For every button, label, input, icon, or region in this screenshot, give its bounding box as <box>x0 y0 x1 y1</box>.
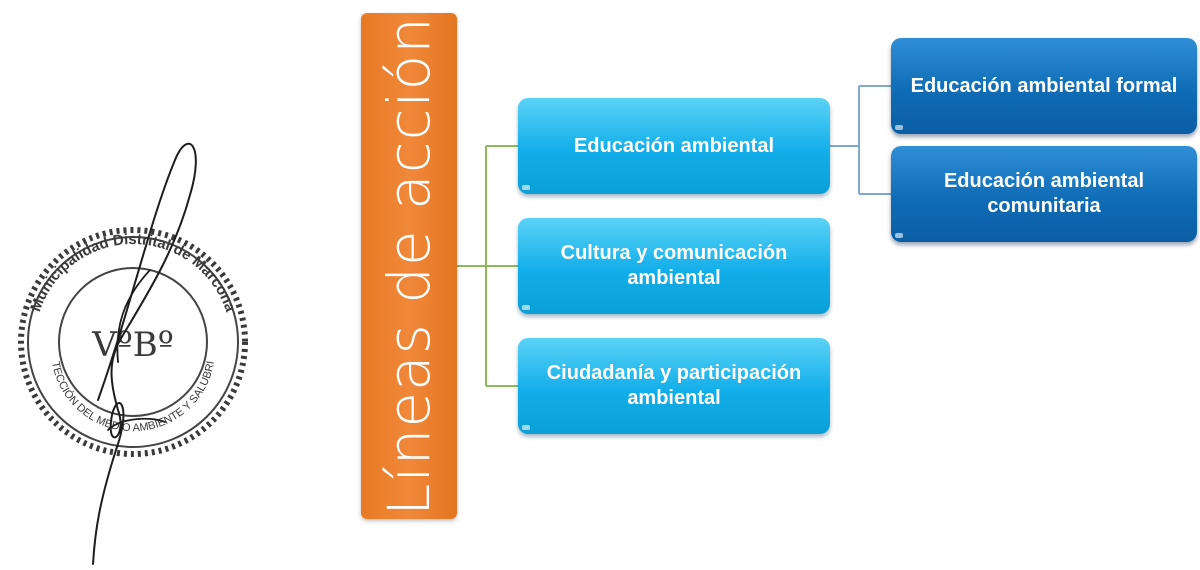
sub-branch-label: Educación ambiental formal <box>910 74 1178 97</box>
sub-node-educacion-comunitaria: Educación ambiental comunitaria <box>891 146 1197 242</box>
branch-node-ciudadania-participacion: Ciudadanía y participación ambiental <box>518 338 830 434</box>
corner-marker <box>895 125 903 130</box>
stamp-serrated-edge <box>18 227 248 457</box>
stamp-inner-ring <box>58 267 208 417</box>
root-node: Líneas de acción <box>361 13 457 519</box>
branch-label: Cultura y comunicación ambiental <box>560 242 788 289</box>
branch-label: Ciudadanía y participación ambiental <box>546 362 802 409</box>
corner-marker <box>522 425 530 430</box>
branch-node-cultura-comunicacion: Cultura y comunicación ambiental <box>518 218 830 314</box>
signature-stroke-2 <box>116 269 151 363</box>
root-label: Líneas de acción <box>375 16 443 516</box>
signature-stroke-3 <box>107 417 166 431</box>
stamp-center-text: VºBº <box>91 325 174 365</box>
approval-stamp: Municipalidad Distrital de Marcona PROTE… <box>0 100 248 565</box>
branch-node-educacion-ambiental: Educación ambiental <box>518 98 830 194</box>
corner-marker <box>895 233 903 238</box>
corner-marker <box>522 185 530 190</box>
signature-stroke <box>92 142 197 565</box>
corner-marker <box>522 305 530 310</box>
sub-node-educacion-formal: Educación ambiental formal <box>891 38 1197 134</box>
root-connectors <box>457 145 518 387</box>
stamp-ring-text: Municipalidad Distrital de Marcona <box>27 231 239 315</box>
sub-connectors <box>830 85 891 195</box>
branch-label: Educación ambiental <box>573 134 775 157</box>
sub-branch-label: Educación ambiental comunitaria <box>943 170 1145 217</box>
stamp-bottom-text: PROTECCIÓN DEL MEDIO AMBIENTE Y SALUBRID… <box>0 100 217 434</box>
stamp-outer-ring <box>27 236 239 448</box>
